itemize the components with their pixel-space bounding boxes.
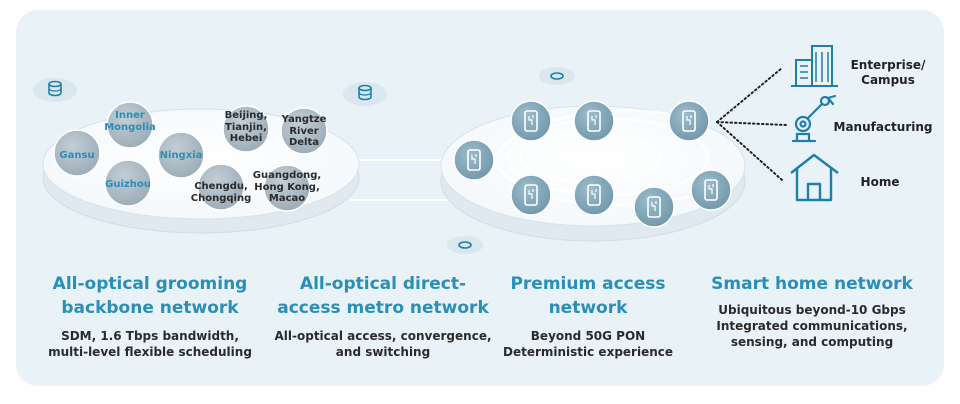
storage-cloud-icon — [539, 67, 575, 85]
section-desc-backbone: SDM, 1.6 Tbps bandwidth, multi-level fle… — [48, 329, 252, 359]
ont-node-icon — [633, 186, 675, 228]
region-label-chengdu-chongqing: Chengdu, Chongqing — [190, 181, 252, 204]
house-icon — [790, 153, 839, 202]
section-desc-home: Ubiquitous beyond-10 Gbps Integrated com… — [716, 303, 908, 349]
dotted-links — [716, 67, 787, 181]
region-label-guangdong-hong-kong-macao: Guangdong, Hong Kong, Macao — [252, 170, 322, 204]
use-case-label-home: Home — [860, 175, 900, 189]
region-label-gansu: Gansu — [59, 150, 95, 161]
robot-arm-icon — [791, 94, 837, 143]
section-title-backbone: All-optical grooming backbone network — [52, 274, 248, 318]
building-icon — [791, 45, 838, 87]
section-desc-access: Beyond 50G PON Deterministic experience — [502, 329, 674, 359]
use-case-label-enterprise: Enterprise/ Campus — [850, 58, 926, 87]
storage-cloud-icon — [447, 236, 483, 254]
metro-links — [350, 159, 448, 201]
section-desc-metro: All-optical access, convergence, and swi… — [274, 329, 492, 359]
database-cloud-icon — [33, 78, 77, 102]
section-title-access: Premium access network — [510, 274, 666, 318]
region-label-inner-mongolia: Inner Mongolia — [104, 110, 156, 133]
ont-node-icon — [510, 100, 552, 142]
database-cloud-icon — [343, 82, 387, 106]
region-label-yangtze-river-delta: Yangtze River Delta — [281, 114, 327, 148]
use-case-label-manufacturing: Manufacturing — [833, 120, 933, 134]
region-circles — [53, 101, 328, 212]
ont-node-icon — [510, 174, 552, 216]
region-label-ningxia: Ningxia — [159, 150, 203, 161]
ont-node-icon — [573, 100, 615, 142]
ont-node-icon — [690, 169, 732, 211]
region-label-beijing-tianjin-hebei: Beijing, Tianjin, Hebei — [224, 110, 268, 144]
section-title-metro: All-optical direct- access metro network — [277, 274, 489, 318]
region-label-guizhou: Guizhou — [105, 179, 151, 190]
ont-node-icon — [668, 100, 710, 142]
ont-node-icon — [453, 139, 495, 181]
ont-node-icon — [573, 174, 615, 216]
section-title-home: Smart home network — [711, 274, 913, 294]
access-nodes — [453, 100, 732, 228]
